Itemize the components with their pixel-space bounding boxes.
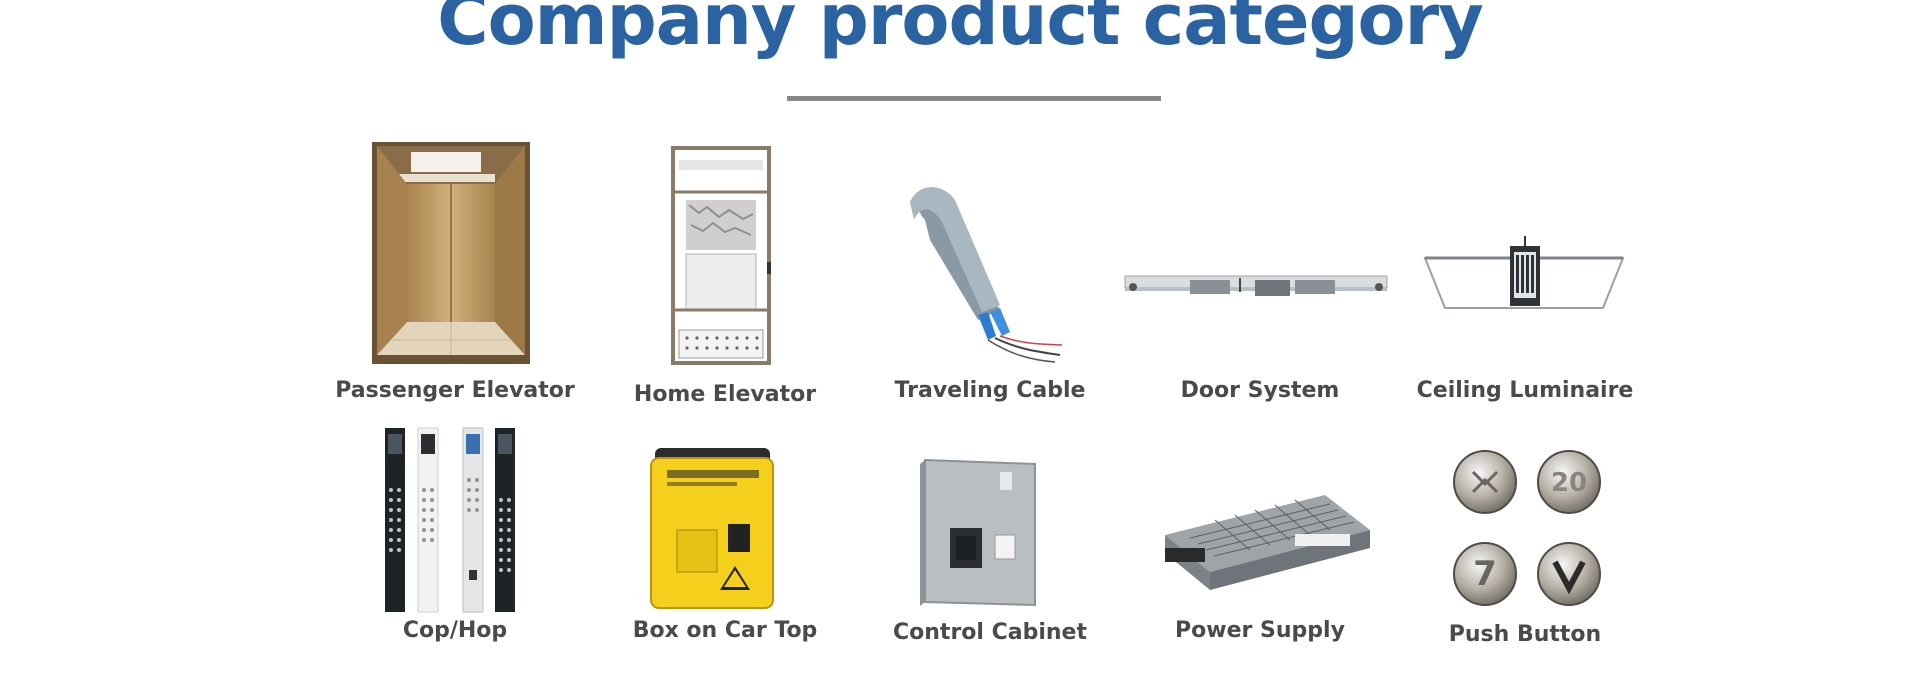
- product-label: Ceiling Luminaire: [1416, 378, 1634, 403]
- product-control-cabinet[interactable]: Control Cabinet: [850, 420, 1130, 675]
- product-label: Home Elevator: [633, 382, 817, 407]
- product-label: Cop/Hop: [402, 618, 508, 643]
- ceiling-luminaire-image: [1385, 140, 1665, 365]
- control-cabinet-image: [850, 420, 1130, 645]
- door-system-image: [1120, 140, 1400, 365]
- product-home-elevator[interactable]: Home Elevator: [585, 140, 865, 407]
- product-traveling-cable[interactable]: Traveling Cable: [850, 140, 1130, 403]
- product-label: Power Supply: [1175, 618, 1345, 643]
- product-push-button[interactable]: 20 7 Push Button: [1385, 420, 1665, 675]
- product-passenger-elevator[interactable]: Passenger Elevator: [315, 140, 595, 403]
- product-door-system[interactable]: Door System: [1120, 140, 1400, 403]
- car-top-box-image: [585, 420, 865, 645]
- product-box-on-car-top[interactable]: Box on Car Top: [585, 420, 865, 675]
- push-button-image: 20 7: [1385, 420, 1665, 645]
- product-label: Passenger Elevator: [335, 378, 575, 403]
- home-elevator-image: [585, 140, 865, 365]
- product-power-supply[interactable]: Power Supply: [1120, 420, 1400, 675]
- svg-text:20: 20: [1551, 468, 1587, 498]
- product-cop-hop[interactable]: Cop/Hop: [315, 420, 595, 675]
- product-label: Control Cabinet: [893, 620, 1087, 645]
- passenger-elevator-image: [315, 140, 595, 365]
- title-divider: [787, 96, 1161, 101]
- power-supply-image: [1120, 420, 1400, 645]
- cop-hop-panel-image: [315, 420, 595, 645]
- page-title: Company product category: [437, 0, 1484, 61]
- product-ceiling-luminaire[interactable]: Ceiling Luminaire: [1385, 140, 1665, 403]
- product-label: Push Button: [1448, 622, 1602, 647]
- product-label: Traveling Cable: [894, 378, 1086, 403]
- product-label: Box on Car Top: [632, 618, 818, 643]
- product-label: Door System: [1180, 378, 1340, 403]
- svg-text:7: 7: [1473, 554, 1497, 594]
- traveling-cable-image: [850, 140, 1130, 365]
